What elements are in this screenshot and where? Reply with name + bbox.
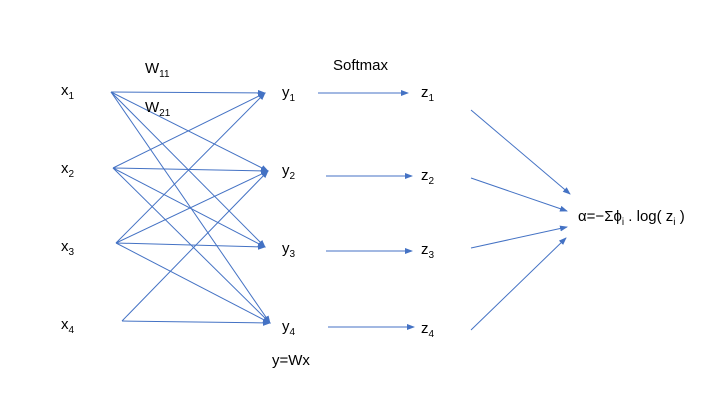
- softmax-label: Softmax: [333, 57, 389, 74]
- input-x4-label: x4: [61, 316, 75, 336]
- input-x3-label: x3: [61, 238, 75, 258]
- arrow-x3-y2: [115, 170, 269, 244]
- node-y3-label: y3: [282, 240, 296, 260]
- arrow-x1-y2: [110, 91, 269, 172]
- arrow-x3-y3: [115, 242, 266, 250]
- arrow-x2-y3: [112, 167, 266, 248]
- arrow-x4-y4: [121, 319, 271, 326]
- weight-w21-label: W21: [145, 99, 171, 119]
- loss-expression: α=−Σϕi . log( zi ): [578, 208, 685, 228]
- input-x2-label: x2: [61, 160, 75, 180]
- arrow-x3-y1: [115, 92, 266, 244]
- node-y2-label: y2: [282, 162, 296, 182]
- node-z4-label: z4: [421, 320, 435, 340]
- arrow-x2-y1: [112, 92, 266, 169]
- node-z2-label: z2: [421, 167, 435, 187]
- arrow-x1-y1: [110, 89, 266, 96]
- arrow-z2-loss: [470, 177, 568, 212]
- node-z1-label: z1: [421, 84, 435, 104]
- arrow-z4-loss: [470, 237, 567, 331]
- node-y1-label: y1: [282, 84, 296, 104]
- node-z3-label: z3: [421, 241, 435, 261]
- arrow-x2-y2: [112, 167, 269, 174]
- weight-w11-label: W11: [145, 60, 170, 80]
- equation-label: y=Wx: [272, 352, 310, 369]
- arrow-x3-y4: [115, 242, 271, 324]
- arrow-z1-loss: [470, 109, 571, 195]
- input-x1-label: x1: [61, 82, 75, 102]
- arrow-z3-loss: [470, 225, 568, 249]
- node-y4-label: y4: [282, 318, 296, 338]
- arrow-x4-y2: [121, 170, 269, 322]
